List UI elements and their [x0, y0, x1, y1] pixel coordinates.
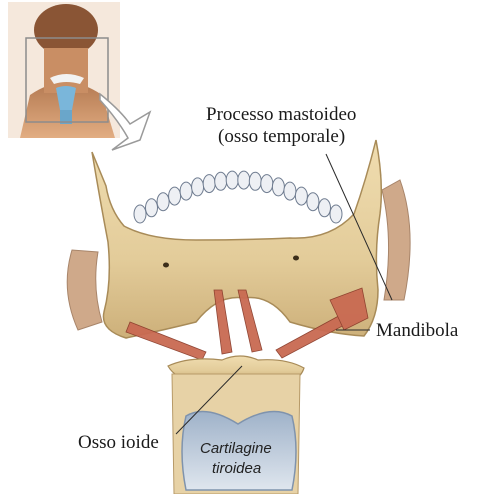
tooth — [134, 205, 146, 223]
tooth — [319, 199, 331, 217]
tooth — [249, 172, 261, 190]
tooth — [192, 178, 204, 196]
tooth — [146, 199, 158, 217]
teeth-row — [134, 171, 342, 223]
right-ear — [382, 180, 410, 300]
tooth — [169, 187, 181, 205]
tooth — [157, 193, 169, 211]
label-mandible: Mandibola — [376, 320, 458, 342]
tooth — [261, 175, 273, 193]
tooth — [330, 205, 342, 223]
label-mastoid-line2: (osso temporale) — [218, 126, 345, 148]
tooth — [272, 178, 284, 196]
left-ear — [67, 250, 102, 330]
head-thumbnail-icon — [8, 2, 120, 138]
tooth — [215, 172, 227, 190]
tooth — [284, 182, 296, 200]
label-thyroid-line2: tiroidea — [212, 460, 261, 477]
tooth — [226, 171, 238, 189]
tooth — [203, 175, 215, 193]
label-thyroid-line1: Cartilagine — [200, 440, 272, 457]
tooth — [180, 182, 192, 200]
label-mastoid-line1: Processo mastoideo — [206, 104, 356, 126]
tooth — [238, 171, 250, 189]
tooth — [307, 193, 319, 211]
tooth — [295, 187, 307, 205]
label-hyoid: Osso ioide — [78, 432, 159, 454]
